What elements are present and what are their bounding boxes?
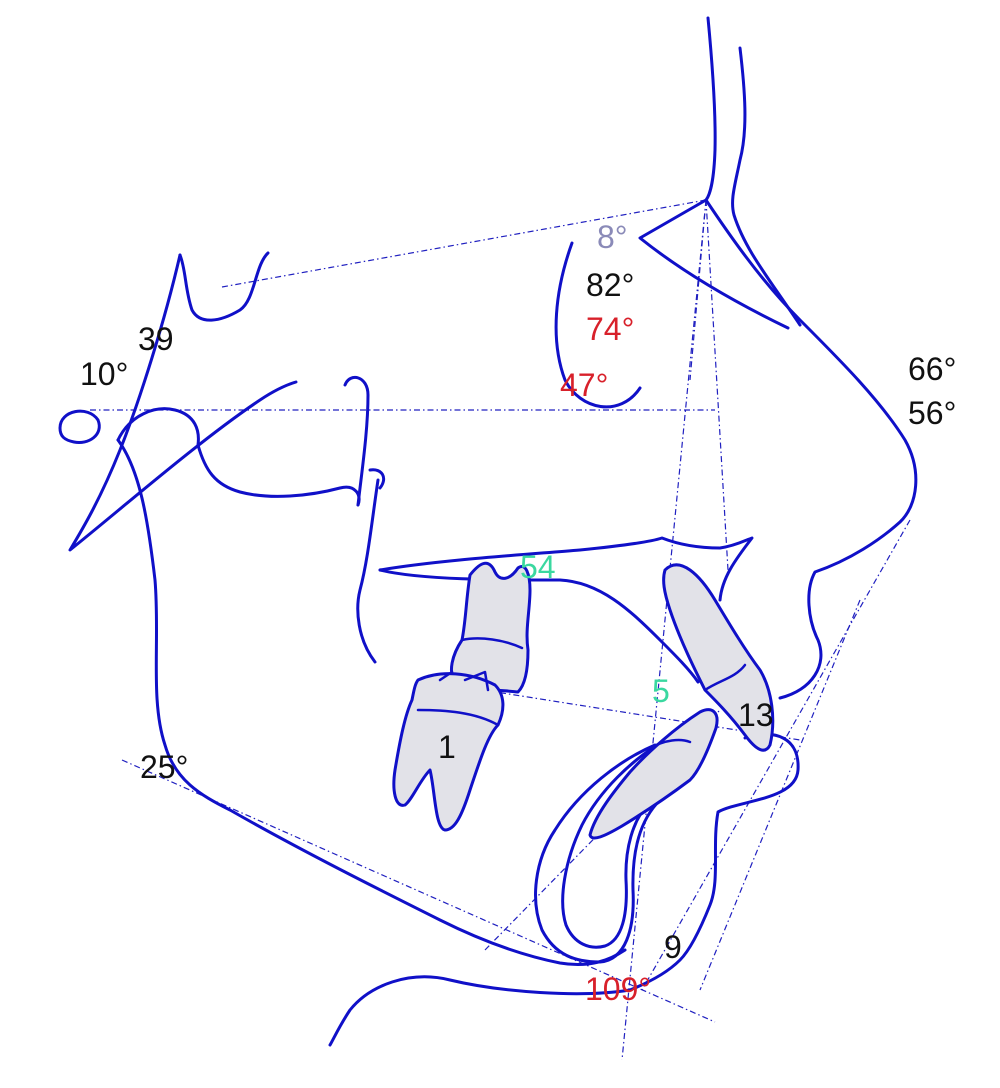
sn-line <box>221 199 707 288</box>
sna-label: 82° <box>586 267 634 303</box>
measurement-labels: 8° 82° 74° 47° 66° 56° 39 10° 25° 54 5 1… <box>80 219 956 1007</box>
lower-molar <box>392 672 505 832</box>
upper-incisor <box>662 563 775 752</box>
lower-incisor-crown-line <box>648 738 692 750</box>
upper-molar <box>450 561 532 694</box>
lower-lip <box>328 732 800 1047</box>
condyle-mandible <box>116 407 361 507</box>
lower-incisor <box>588 708 719 840</box>
chin-label: 9 <box>664 929 682 965</box>
orbit <box>554 241 642 409</box>
sn-plane-angle-label: 8° <box>597 219 628 255</box>
mandible-border <box>116 438 627 967</box>
ramus-line <box>68 253 298 552</box>
nasion-a-line <box>705 199 729 571</box>
soft-tissue-profile <box>704 16 918 700</box>
orbit-spine <box>638 198 790 330</box>
incisor-green-label: 5 <box>652 673 670 709</box>
molar-cej <box>416 637 524 727</box>
symphysis-outer <box>534 743 662 964</box>
symphysis-inner <box>561 740 664 949</box>
gonial-angle-label: 25° <box>140 749 188 785</box>
pterygomaxillary <box>356 478 380 664</box>
palate <box>378 536 754 602</box>
upper-incisor-label: 13 <box>738 697 774 733</box>
teeth <box>392 561 775 840</box>
ramus-value-label: 39 <box>138 321 174 357</box>
pterygoid <box>343 375 386 507</box>
nasal-bone <box>731 46 802 327</box>
molar-lower-label: 1 <box>438 729 456 765</box>
snb-label: 74° <box>586 311 634 347</box>
ear-rod <box>58 409 101 445</box>
anatomy-outlines <box>58 16 918 1047</box>
nasal-upper-label: 66° <box>908 351 956 387</box>
nasion-side-line <box>689 199 707 381</box>
saddle-angle-label: 47° <box>560 367 608 403</box>
nasal-lower-label: 56° <box>908 395 956 431</box>
chin-angle-label: 109° <box>585 971 651 1007</box>
molar-relation-label: 54 <box>520 549 556 585</box>
esthetic-line <box>641 519 911 991</box>
nasion-b-line <box>621 199 707 1061</box>
nose-line <box>699 599 861 991</box>
sella <box>178 251 270 322</box>
upper-incisor-root <box>703 663 747 692</box>
ramus-angle-label: 10° <box>80 356 128 392</box>
palate-lower <box>378 568 700 684</box>
